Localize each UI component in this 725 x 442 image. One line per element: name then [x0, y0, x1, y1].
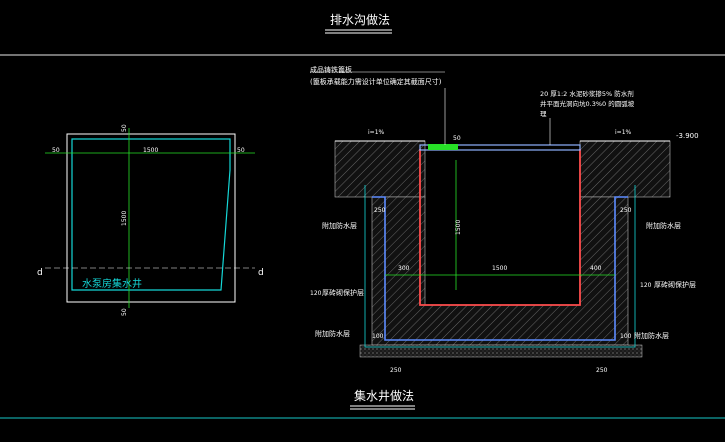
label-waterproof-a: 附加防水层 — [322, 221, 357, 230]
slab-right — [579, 140, 671, 198]
dim-depth-1500: 1500 — [455, 220, 462, 235]
note-grate-line1: 成品铸铁篦板 — [310, 65, 352, 74]
dim-100-right: 100 — [620, 333, 632, 340]
dim-400: 400 — [590, 265, 602, 272]
slope-left: i=1% — [368, 129, 385, 136]
plan-dim-50-right: 50 — [237, 147, 245, 154]
waterproof-membrane — [372, 196, 628, 341]
plan-inner-pit — [71, 138, 231, 291]
plan-dim-1500-height: 1500 — [121, 211, 128, 226]
dim-100-left: 100 — [372, 333, 384, 340]
dim-250-bottom-left: 250 — [390, 367, 402, 374]
plan-outer-wall — [66, 133, 236, 303]
note-screed-line1: 20 厚1:2 水泥砂浆掺5% 防水剂 — [540, 89, 634, 98]
dim-120-right: 120 — [640, 282, 652, 289]
grate-seat — [428, 144, 458, 150]
dim-width-1500: 1500 — [492, 265, 507, 272]
note-screed-line2: 井平面光洞向坑0.3%0 的圆弧坡 — [540, 99, 635, 108]
dim-300: 300 — [398, 265, 410, 272]
dim-120-left: 120 — [310, 290, 322, 297]
plan-dim-1500-width: 1500 — [143, 147, 158, 154]
plan-dim-50-left: 50 — [52, 147, 60, 154]
dim-grate-50: 50 — [453, 135, 461, 142]
section-title: 集水井做法 — [354, 388, 414, 403]
label-waterproof-b: 附加防水层 — [646, 221, 681, 230]
label-waterproof-d: 附加防水层 — [634, 331, 669, 340]
section-view: 成品铸铁篦板 (篦板承载能力需设计单位确定其截面尺寸) 20 厚1:2 水泥砂浆… — [310, 65, 699, 374]
dim-250-left: 250 — [374, 207, 386, 214]
elevation-label: -3.900 — [676, 132, 699, 140]
plan-cut-mark-left: d — [37, 268, 43, 278]
pit-inner-lining — [419, 149, 581, 306]
note-grate-line2: (篦板承载能力需设计单位确定其截面尺寸) — [310, 77, 442, 86]
plan-dim-50-bottom: 50 — [121, 308, 128, 316]
plan-label-sump: 水泵房集水井 — [82, 277, 142, 290]
plan-view: 50 50 50 1500 1500 50 水泵房集水井 d d — [37, 124, 264, 316]
slope-right: i=1% — [615, 129, 632, 136]
label-brick-right: 厚砖砌保护层 — [654, 280, 696, 289]
bedding-layer — [359, 344, 643, 358]
note-screed-line3: 理 — [540, 110, 547, 118]
waterproof-membrane-upper — [364, 185, 636, 348]
label-brick-left: 厚砖砌保护层 — [322, 288, 364, 297]
dim-250-bottom-right: 250 — [596, 367, 608, 374]
plan-dim-50-top: 50 — [121, 124, 128, 132]
dim-250-right: 250 — [620, 207, 632, 214]
drawing-title: 排水沟做法 — [330, 12, 390, 27]
plan-cut-mark-right: d — [258, 268, 264, 278]
slab-left — [334, 140, 426, 198]
cast-iron-grate — [419, 144, 581, 151]
label-waterproof-c: 附加防水层 — [315, 329, 350, 338]
